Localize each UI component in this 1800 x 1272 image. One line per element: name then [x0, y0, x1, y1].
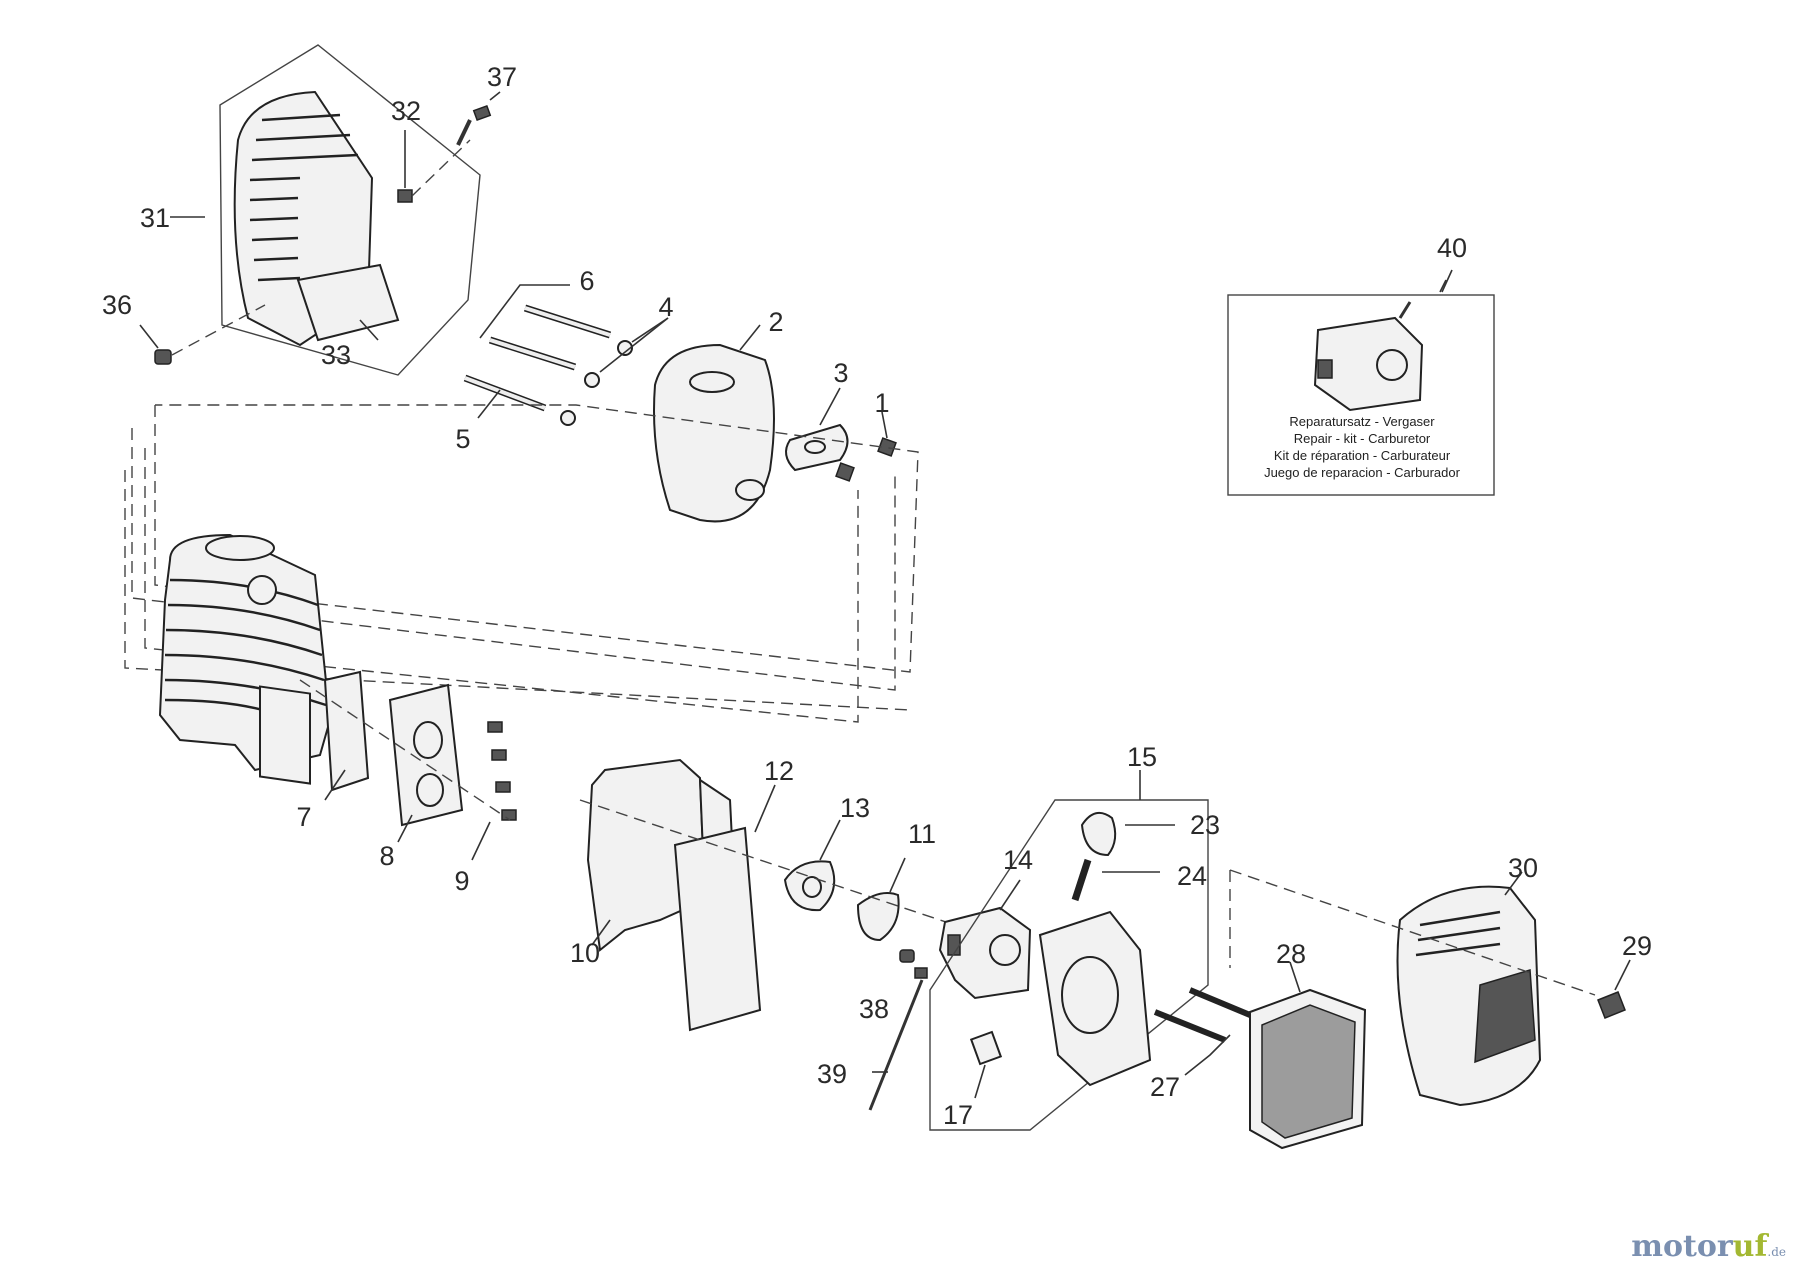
assembly-guide-lines	[124, 404, 919, 723]
part-29-knob-group	[1597, 959, 1631, 1019]
callout-33: 33	[321, 340, 351, 370]
part-28-filter-group	[1249, 961, 1367, 1150]
callout-3: 3	[833, 358, 848, 388]
callout-17: 17	[943, 1100, 973, 1130]
callout-labels: 37 32 31 36 33 6 4 2 3 1 5 40 7 8 9 10 1…	[102, 62, 1652, 1130]
part-4-washers-group	[560, 317, 669, 426]
callout-30: 30	[1508, 853, 1538, 883]
callout-11: 11	[908, 819, 936, 849]
callout-7: 7	[296, 802, 311, 832]
callout-36: 36	[102, 290, 132, 320]
part-37-screw-group	[456, 91, 501, 146]
part-30-cover-group	[1229, 869, 1596, 1107]
callout-24: 24	[1177, 861, 1207, 891]
callout-37: 37	[487, 62, 517, 92]
part-15-group	[929, 770, 1209, 1131]
callout-29: 29	[1622, 931, 1652, 961]
part-6-bolts-group	[463, 284, 612, 419]
part-2-muffler-shape	[653, 343, 775, 523]
part-14-carburetor-group	[938, 879, 1032, 1000]
repair-kit-line-en: Repair - kit - Carburetor	[1294, 431, 1431, 446]
part-31-cover-slots	[249, 113, 359, 282]
repair-kit-line-es: Juego de reparacion - Carburador	[1264, 465, 1461, 480]
part-12-gasket-group	[673, 784, 776, 1032]
part-13-spacer-group	[783, 819, 841, 912]
callout-9: 9	[454, 866, 469, 896]
callout-27: 27	[1150, 1072, 1180, 1102]
callout-14: 14	[1003, 845, 1033, 875]
part-3-gasket-group	[785, 387, 849, 472]
part-7-gasket-group	[323, 670, 370, 801]
part-27-screws-group	[1153, 987, 1264, 1076]
repair-kit-carburetor-illustration	[1313, 301, 1424, 412]
callout-10: 10	[570, 938, 600, 968]
callout-28: 28	[1276, 939, 1306, 969]
callout-40: 40	[1437, 233, 1467, 263]
part-33-plate-shape	[296, 263, 400, 342]
callout-32: 32	[391, 96, 421, 126]
part-9-screws-group	[299, 679, 517, 861]
callout-2: 2	[768, 307, 783, 337]
callout-12: 12	[764, 756, 794, 786]
part-1-nuts-group	[835, 411, 897, 482]
repair-kit-text: Reparatursatz - Vergaser Repair - kit - …	[1264, 414, 1461, 480]
callout-13: 13	[840, 793, 870, 823]
part-38-39-cable-group	[868, 949, 928, 1111]
repair-kit-box-group	[1227, 269, 1495, 496]
part-32-clip-group	[397, 130, 471, 203]
repair-kit-line-de: Reparatursatz - Vergaser	[1289, 414, 1435, 429]
part-2-muffler-group	[653, 324, 775, 523]
part-31-frame	[219, 44, 481, 376]
callout-15: 15	[1127, 742, 1157, 772]
part-23-primer-shape	[1080, 811, 1117, 857]
part-17-shape	[969, 1030, 1003, 1066]
repair-kit-line-fr: Kit de réparation - Carburateur	[1274, 448, 1451, 463]
part-8-spacer-group	[388, 683, 464, 843]
cylinder-group	[158, 533, 332, 785]
part-11-gasket-group	[856, 857, 906, 942]
part-36-screw-group	[139, 304, 266, 365]
callout-38: 38	[859, 994, 889, 1024]
callout-8: 8	[379, 841, 394, 871]
callout-4: 4	[658, 292, 673, 322]
intake-guide-line	[579, 799, 986, 936]
part-31-cover-group	[170, 44, 481, 376]
callout-6: 6	[579, 266, 594, 296]
watermark-logo: motoruf.de	[1631, 1229, 1786, 1264]
callout-1: 1	[874, 388, 889, 418]
callout-5: 5	[455, 424, 470, 454]
callout-39: 39	[817, 1059, 847, 1089]
callout-23: 23	[1190, 810, 1220, 840]
callout-31: 31	[140, 203, 170, 233]
